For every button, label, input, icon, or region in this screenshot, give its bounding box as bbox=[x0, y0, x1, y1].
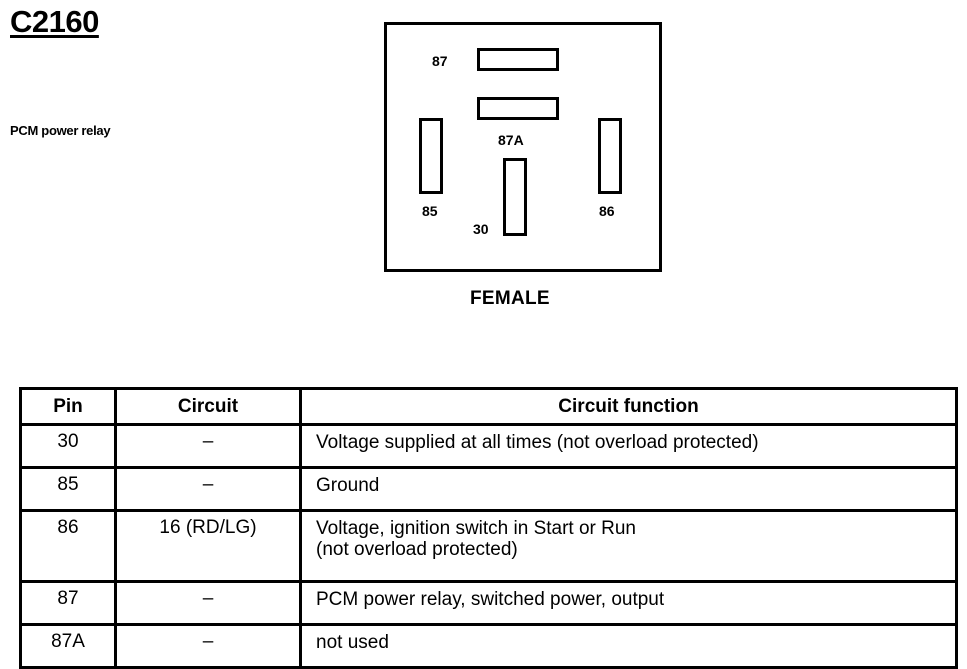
terminal-87a bbox=[477, 97, 559, 120]
cell-function: Voltage supplied at all times (not overl… bbox=[299, 423, 958, 469]
function-line: Voltage supplied at all times (not overl… bbox=[316, 432, 759, 453]
pin-label-85: 85 bbox=[422, 203, 438, 219]
cell-pin: 87 bbox=[19, 580, 117, 626]
connector-view-label: FEMALE bbox=[470, 288, 550, 309]
header-function: Circuit function bbox=[299, 387, 958, 426]
pin-label-30: 30 bbox=[473, 221, 489, 237]
connector-title: C2160 bbox=[10, 4, 99, 39]
table-row: 86 16 (RD/LG) Voltage, ignition switch i… bbox=[19, 509, 958, 583]
terminal-30 bbox=[503, 158, 527, 236]
function-line: Voltage, ignition switch in Start or Run bbox=[316, 518, 637, 539]
cell-pin: 30 bbox=[19, 423, 117, 469]
function-line: (not overload protected) bbox=[316, 539, 518, 560]
pin-label-87a: 87A bbox=[498, 132, 524, 148]
cell-function: Voltage, ignition switch in Start or Run… bbox=[299, 509, 958, 583]
pin-label-87: 87 bbox=[432, 53, 448, 69]
terminal-86 bbox=[598, 118, 622, 194]
cell-function: not used bbox=[299, 623, 958, 669]
function-line: not used bbox=[316, 632, 389, 653]
function-line: PCM power relay, switched power, output bbox=[316, 589, 665, 610]
terminal-87 bbox=[477, 48, 559, 71]
table-row: 85 – Ground bbox=[19, 466, 958, 512]
cell-function: Ground bbox=[299, 466, 958, 512]
cell-function: PCM power relay, switched power, output bbox=[299, 580, 958, 626]
header-circuit: Circuit bbox=[114, 387, 302, 426]
cell-circuit: – bbox=[114, 580, 302, 626]
cell-circuit: – bbox=[114, 423, 302, 469]
table-header-row: Pin Circuit Circuit function bbox=[19, 387, 958, 426]
function-line: Ground bbox=[316, 475, 380, 496]
connector-description: PCM power relay bbox=[10, 123, 111, 138]
table-row: 87 – PCM power relay, switched power, ou… bbox=[19, 580, 958, 626]
terminal-85 bbox=[419, 118, 443, 194]
table-row: 87A – not used bbox=[19, 623, 958, 669]
cell-pin: 87A bbox=[19, 623, 117, 669]
cell-circuit: 16 (RD/LG) bbox=[114, 509, 302, 583]
header-pin: Pin bbox=[19, 387, 117, 426]
connector-face-diagram: 87 87A 85 86 30 bbox=[384, 22, 662, 272]
cell-circuit: – bbox=[114, 466, 302, 512]
cell-pin: 86 bbox=[19, 509, 117, 583]
pin-table: Pin Circuit Circuit function 30 – Voltag… bbox=[19, 387, 958, 669]
cell-pin: 85 bbox=[19, 466, 117, 512]
table-row: 30 – Voltage supplied at all times (not … bbox=[19, 423, 958, 469]
cell-circuit: – bbox=[114, 623, 302, 669]
pin-label-86: 86 bbox=[599, 203, 615, 219]
